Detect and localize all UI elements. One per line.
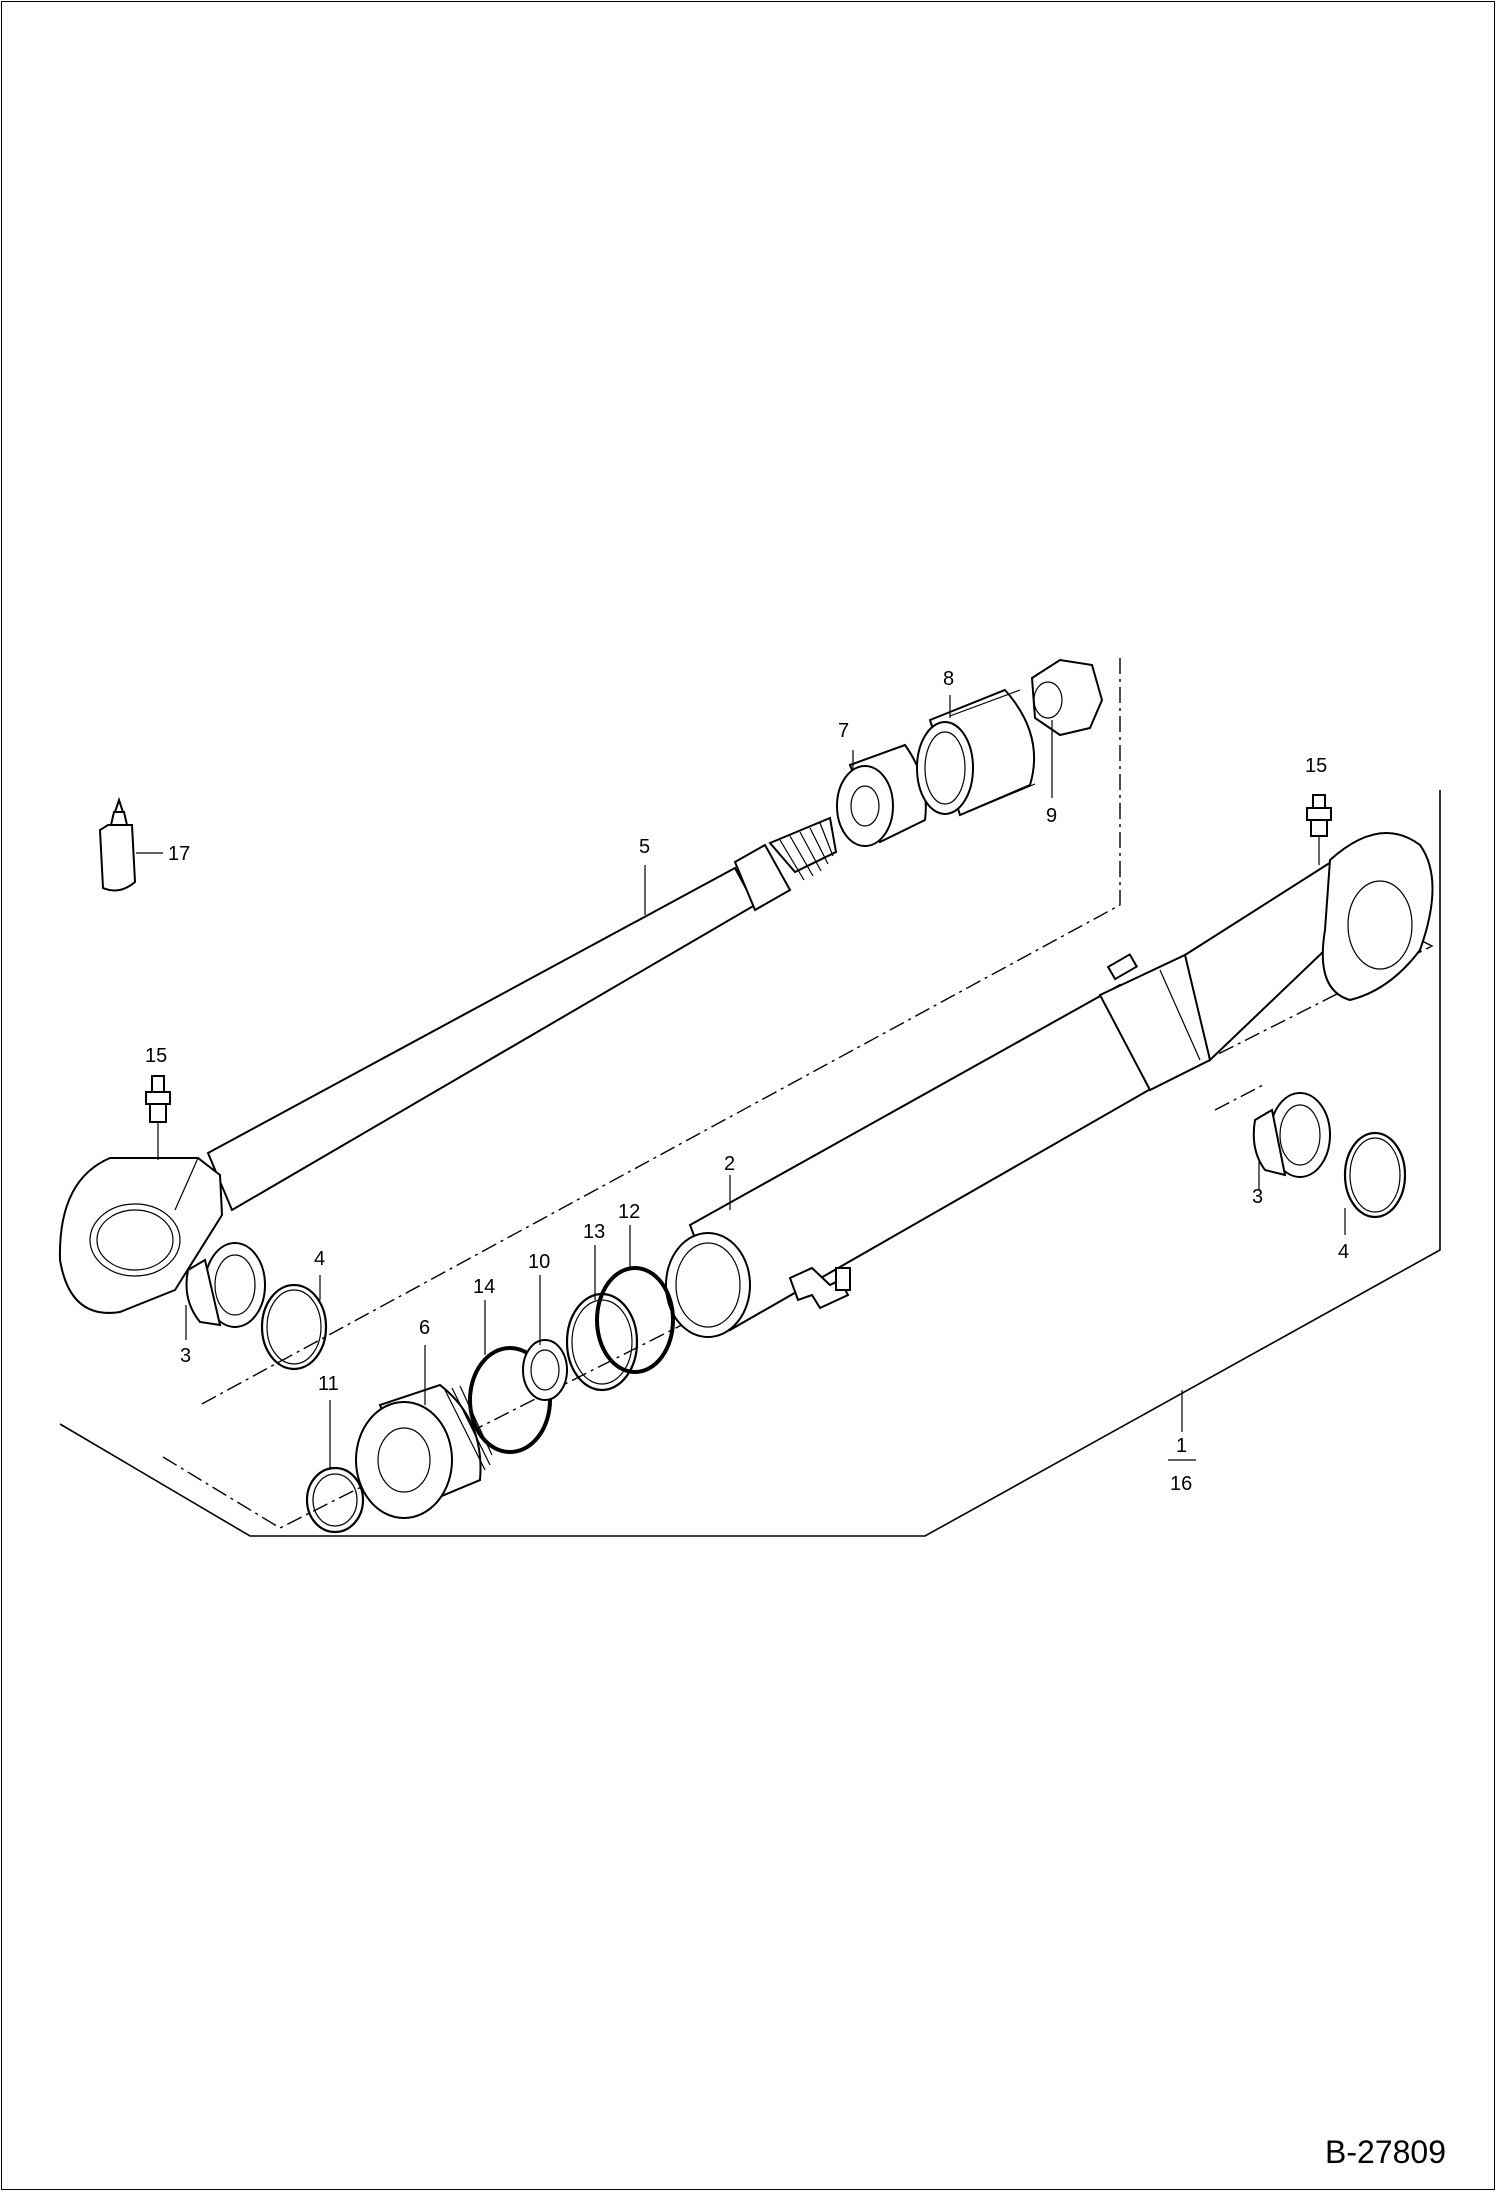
callout-5: 5 [639, 836, 650, 858]
assembly-outline [59, 790, 1441, 1537]
grease-nipple-base [1306, 794, 1332, 865]
callout-3-base: 3 [1252, 1186, 1263, 1208]
callout-15-base: 15 [1305, 755, 1327, 777]
piston-nut [1030, 658, 1104, 737]
callout-4-base: 4 [1338, 1241, 1349, 1263]
cylinder-head [355, 1383, 493, 1519]
callout-7: 7 [838, 720, 849, 742]
callout-leaders [185, 695, 1346, 1470]
callout-11: 11 [318, 1373, 339, 1395]
wiper-ring [305, 1466, 365, 1534]
callout-16: 16 [1170, 1473, 1192, 1495]
o-ring-tube [595, 1266, 675, 1374]
callout-9: 9 [1046, 805, 1057, 827]
adhesive-tube [98, 796, 163, 892]
cylinder-tube [665, 832, 1434, 1338]
callout-1: 1 [1176, 1435, 1187, 1457]
piston-rod [58, 816, 838, 1314]
rod-seal [522, 1339, 568, 1401]
callout-3-rod: 3 [180, 1345, 191, 1367]
callout-8: 8 [943, 668, 954, 690]
circlip-rod [260, 1283, 328, 1371]
callout-13: 13 [583, 1221, 605, 1243]
grease-nipple-rod [145, 1075, 171, 1160]
piston [836, 743, 927, 847]
callout-2: 2 [724, 1153, 735, 1175]
callout-12: 12 [618, 1201, 640, 1223]
callout-labels: 1 16 2 3 3 4 4 5 6 7 8 9 10 11 12 13 14 … [145, 668, 1349, 1495]
callout-14: 14 [473, 1276, 495, 1298]
diagram-code: B-27809 [1325, 2134, 1446, 2170]
circlip-base [1343, 1131, 1407, 1219]
callout-15-rod: 15 [145, 1045, 167, 1067]
callout-4-rod: 4 [314, 1248, 325, 1270]
callout-17: 17 [168, 843, 190, 865]
piston-seal [916, 688, 1036, 817]
bearing-bush-base [1252, 1092, 1331, 1178]
bearing-bush-rod [185, 1242, 266, 1328]
callout-10: 10 [528, 1251, 550, 1273]
callout-6: 6 [419, 1317, 430, 1339]
